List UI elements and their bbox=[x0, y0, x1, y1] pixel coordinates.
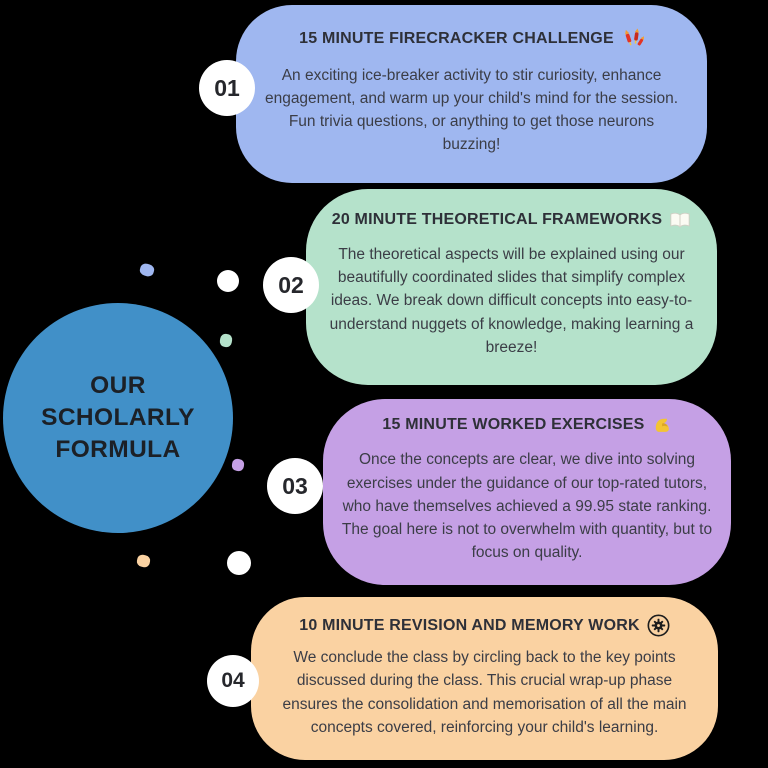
step-card-revision-memory-work: 10 MINUTE REVISION AND MEMORY WORK bbox=[251, 597, 718, 760]
step-title: 20 MINUTE THEORETICAL FRAMEWORKS bbox=[332, 211, 692, 230]
decor-purple-dot bbox=[231, 458, 245, 472]
step-number-badge-02: 02 bbox=[263, 257, 319, 313]
step-number-badge-04: 04 bbox=[207, 655, 259, 707]
step-title: 15 MINUTE WORKED EXERCISES bbox=[382, 415, 671, 435]
step-description: An exciting ice-breaker activity to stir… bbox=[264, 66, 679, 154]
open-book-icon bbox=[669, 211, 691, 230]
step-description: We conclude the class by circling back t… bbox=[282, 649, 687, 736]
step-number: 03 bbox=[282, 472, 308, 499]
step-title: 15 MINUTE FIRECRACKER CHALLENGE bbox=[299, 28, 644, 51]
formula-title-circle: OUR SCHOLARLY FORMULA bbox=[3, 303, 233, 533]
step-title: 10 MINUTE REVISION AND MEMORY WORK bbox=[299, 614, 670, 637]
step-description: The theoretical aspects will be explaine… bbox=[329, 245, 694, 356]
step-title-text: 15 MINUTE FIRECRACKER CHALLENGE bbox=[299, 30, 614, 47]
decor-white-dot bbox=[217, 270, 239, 292]
flexed-bicep-icon bbox=[652, 415, 672, 435]
step-number-badge-01: 01 bbox=[199, 60, 255, 116]
firecracker-icon bbox=[621, 28, 644, 51]
step-title-text: 20 MINUTE THEORETICAL FRAMEWORKS bbox=[331, 211, 663, 229]
decor-green-dot bbox=[218, 333, 234, 348]
step-number: 02 bbox=[278, 271, 304, 298]
formula-title-line: FORMULA bbox=[55, 436, 181, 464]
step-number: 01 bbox=[214, 74, 240, 101]
decor-white-dot bbox=[227, 551, 251, 575]
decor-peach-dot bbox=[135, 553, 152, 569]
step-card-worked-exercises: 15 MINUTE WORKED EXERCISES Once the conc… bbox=[323, 399, 731, 585]
step-title-text: 15 MINUTE WORKED EXERCISES bbox=[382, 416, 645, 434]
step-number: 04 bbox=[221, 669, 245, 692]
formula-title-line: OUR bbox=[90, 371, 146, 399]
step-description: Once the concepts are clear, we dive int… bbox=[341, 451, 713, 562]
decor-blue-dot bbox=[138, 262, 156, 278]
step-card-theoretical-frameworks: 20 MINUTE THEORETICAL FRAMEWORKS The the… bbox=[306, 189, 717, 385]
formula-title-line: SCHOLARLY bbox=[41, 403, 195, 431]
gear-circle-icon bbox=[647, 614, 670, 637]
step-card-firecracker-challenge: 15 MINUTE FIRECRACKER CHALLENGE bbox=[236, 5, 707, 183]
step-title-text: 10 MINUTE REVISION AND MEMORY WORK bbox=[299, 616, 640, 634]
step-number-badge-03: 03 bbox=[267, 458, 323, 514]
